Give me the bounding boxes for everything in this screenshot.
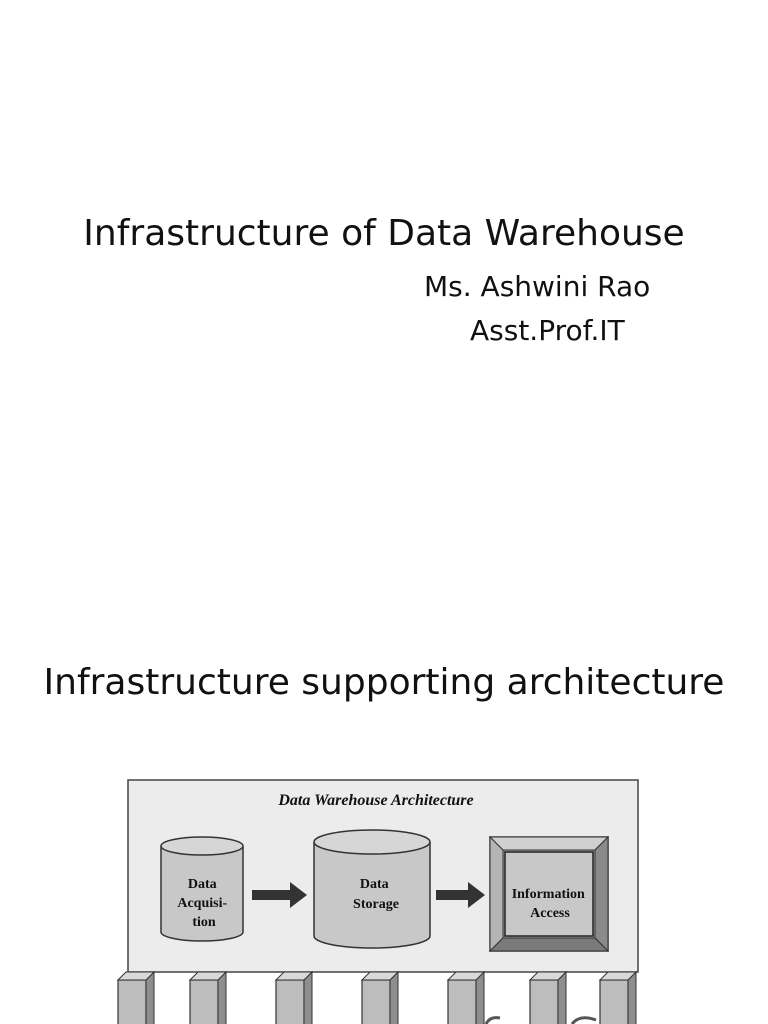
pillar	[446, 970, 486, 1024]
data-storage-line-1: Data	[360, 877, 389, 892]
information-access-line-2: Access	[530, 906, 570, 921]
data-acquisition-line-3: tion	[192, 915, 216, 930]
slide-architecture: Infrastructure supporting architecture D…	[0, 512, 768, 1024]
pillar	[360, 970, 400, 1024]
data-acquisition-line-2: Acquisi-	[177, 896, 227, 911]
data-acquisition-line-1: Data	[188, 877, 217, 892]
pillar	[598, 970, 638, 1024]
partial-shape	[570, 1016, 597, 1024]
pillar	[116, 970, 156, 1024]
author-name: Ms. Ashwini Rao	[424, 270, 651, 303]
arrow-right-icon	[252, 882, 307, 908]
arrow-right-icon	[436, 882, 485, 908]
information-access-label: Information Access	[512, 887, 589, 921]
infrastructure-pillars	[116, 970, 638, 1024]
presentation-title: Infrastructure of Data Warehouse	[83, 213, 685, 254]
partial-shape	[484, 1016, 501, 1024]
pillar	[528, 970, 568, 1024]
data-acquisition-cylinder: Data Acquisi- tion	[160, 836, 244, 942]
data-acquisition-label: Data Acquisi- tion	[177, 877, 230, 930]
architecture-diagram: Data Warehouse Architecture Data Acquisi…	[116, 779, 639, 1024]
diagram-title: Data Warehouse Architecture	[277, 792, 473, 809]
information-access-line-1: Information	[512, 887, 585, 902]
pillar	[274, 970, 314, 1024]
pillar	[188, 970, 228, 1024]
information-access-box: Information Access	[488, 835, 610, 953]
slide-heading: Infrastructure supporting architecture	[43, 662, 725, 703]
slide-title: Infrastructure of Data Warehouse Ms. Ash…	[83, 213, 685, 347]
data-storage-line-2: Storage	[353, 897, 399, 912]
data-storage-label: Data Storage	[353, 877, 399, 912]
author-role: Asst.Prof.IT	[470, 314, 625, 347]
data-storage-cylinder: Data Storage	[313, 829, 431, 949]
